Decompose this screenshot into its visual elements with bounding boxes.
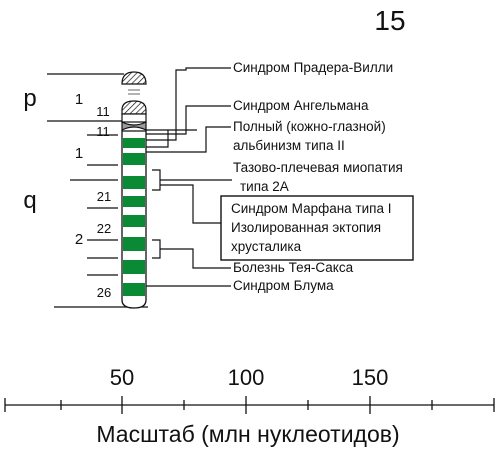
satellite-region <box>121 71 147 85</box>
annotation-marfan-line1: Синдром Марфана типа I <box>231 201 391 216</box>
arm-q-label: q <box>23 187 36 214</box>
annotation-tay-sachs: Болезнь Тея-Сакса <box>233 260 354 275</box>
band-label-q21: 21 <box>97 189 111 204</box>
band-q26 <box>123 283 145 296</box>
scale-title: Масштаб (млн нуклеотидов) <box>96 421 399 447</box>
band-label-p11: 11 <box>96 104 110 119</box>
band-q21-1 <box>123 176 145 189</box>
q-arm <box>121 130 147 309</box>
marfan-box <box>220 195 414 261</box>
p-arm-band <box>121 113 147 123</box>
band-q22 <box>123 215 145 227</box>
band-label-q22: 22 <box>97 221 111 236</box>
centromere <box>121 121 147 131</box>
p-arm <box>121 71 147 123</box>
scale-bar: 50 100 150 Масштаб (млн нуклеотидов) <box>4 365 495 447</box>
annotation-angelman: Синдром Ангельмана <box>233 98 369 113</box>
band-label-q26: 26 <box>97 285 111 300</box>
annotation-prader-willi: Синдром Прадера-Вилли <box>233 60 393 75</box>
band-q14 <box>123 153 145 165</box>
annotation-bloom: Синдром Блума <box>233 278 334 293</box>
scale-tick-label: 150 <box>352 365 389 390</box>
scale-tick-label: 100 <box>228 365 265 390</box>
band-label-q1: 1 <box>75 145 83 162</box>
p11-region <box>121 100 147 115</box>
annotation-marfan-line2: Изолированная эктопия <box>231 220 381 235</box>
chromosome-number: 15 <box>374 5 405 36</box>
connector-lines <box>146 67 232 287</box>
annotation-marfan-line3: хрусталика <box>231 239 302 254</box>
scale-tick-label: 50 <box>110 365 134 390</box>
annotation-limb-girdle-line2: типа 2А <box>240 179 289 194</box>
band-label-p1: 1 <box>75 91 83 108</box>
annotation-albinism-line1: Полный (кожно-глазной) <box>233 119 386 134</box>
band-q13 <box>123 138 145 148</box>
arm-p-label: p <box>23 85 36 112</box>
band-label-q2: 2 <box>75 231 83 248</box>
band-q23 <box>123 237 145 251</box>
band-q21-3 <box>123 196 145 207</box>
band-label-q11: 11 <box>96 124 110 139</box>
annotation-limb-girdle-line1: Тазово-плечевая миопатия <box>233 160 403 175</box>
band-q25 <box>123 260 145 274</box>
annotation-albinism-line2: альбинизм типа II <box>233 138 345 153</box>
